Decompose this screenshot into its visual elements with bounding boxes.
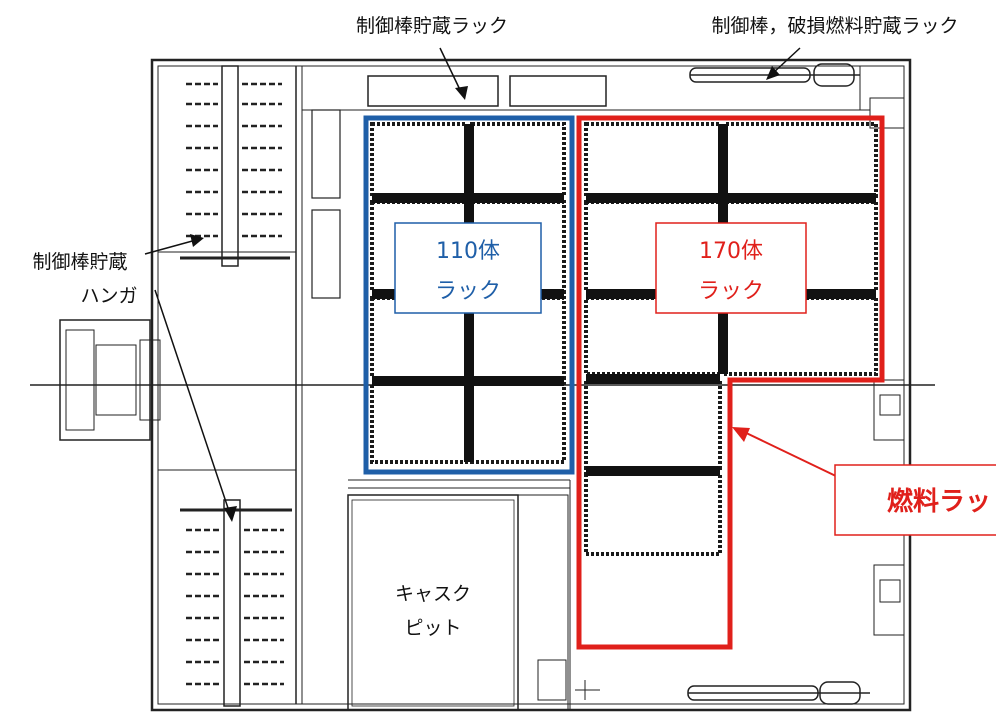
fuel-rack-label-box	[834, 464, 996, 536]
rack-110-outline	[363, 115, 575, 475]
fuel-rack-grid	[370, 122, 878, 556]
hanger-callout-line2: ハンガ	[80, 285, 137, 307]
hanger-arrows	[144, 234, 237, 522]
rack-110-kind: ラック	[435, 279, 501, 304]
cask-pit-line1: キャスク	[395, 583, 471, 605]
control-rod-rack-shapes	[367, 75, 607, 107]
damaged-fuel-rack-callout: 制御棒，破損燃料貯蔵ラック	[711, 15, 958, 37]
damaged-fuel-rack-arrow	[766, 47, 801, 80]
rack-170-outline	[576, 115, 885, 650]
rack-110-label-box	[394, 222, 542, 314]
control-rod-rack-callout: 制御棒貯蔵ラック	[356, 15, 508, 37]
hanger-lower	[180, 499, 292, 707]
rack-170-count: 170体	[699, 239, 763, 264]
fuel-rack-arrow	[732, 427, 841, 479]
cask-pit-line2: ピット	[404, 617, 461, 639]
hanger-upper	[180, 65, 290, 267]
pool-outline	[59, 58, 912, 712]
control-rod-rack-arrow	[439, 47, 468, 100]
hanger-callout-line1: 制御棒貯蔵	[32, 251, 127, 273]
bottom-rack-shape	[687, 681, 870, 705]
rack-170-kind: ラック	[698, 279, 764, 304]
rack-170-label-box	[655, 222, 807, 314]
fuel-rack-label: 燃料ラッ	[887, 487, 991, 517]
rack-110-count: 110体	[436, 239, 500, 264]
